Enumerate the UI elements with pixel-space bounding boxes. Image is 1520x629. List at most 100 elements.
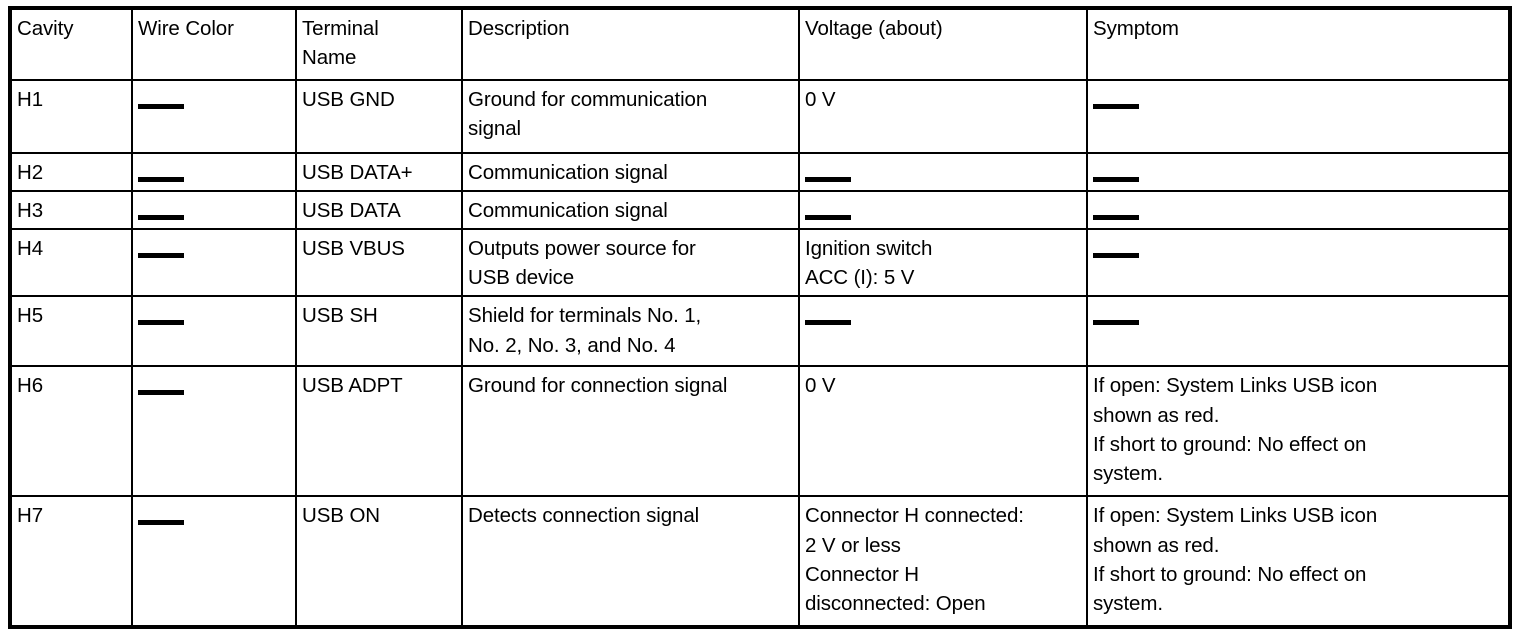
cell-description: Ground for connection signal xyxy=(461,365,800,498)
em-dash-marker xyxy=(138,176,184,182)
cell-terminal-name: USB ON xyxy=(295,495,463,629)
column-header-symptom: Symptom xyxy=(1086,7,1511,81)
column-header-terminal-name: Terminal Name xyxy=(295,7,463,81)
column-header-terminal-name-label: Terminal Name xyxy=(302,17,379,70)
column-header-cavity-label: Cavity xyxy=(17,17,74,40)
em-dash-marker xyxy=(138,320,184,326)
cell-description: Detects connection signal xyxy=(461,495,800,629)
cell-description: Outputs power source for USB device xyxy=(461,228,800,298)
em-dash-marker xyxy=(805,176,851,182)
description-value: Communication signal xyxy=(468,199,668,223)
cavity-value: H4 xyxy=(17,237,44,261)
cavity-value: H7 xyxy=(17,504,44,528)
terminal-name-value: USB ADPT xyxy=(302,374,403,398)
table-row: H5 USB SH Shield for terminals No. 1, No… xyxy=(9,295,1511,368)
cell-wire-color xyxy=(131,495,297,629)
terminal-specification-table: Cavity Wire Color Terminal Name Descript… xyxy=(8,6,1512,629)
cell-symptom xyxy=(1086,151,1511,193)
cell-wire-color xyxy=(131,79,297,154)
voltage-value: Ignition switch ACC (I): 5 V xyxy=(805,237,933,290)
cell-voltage xyxy=(798,151,1088,193)
cell-cavity: H3 xyxy=(9,190,133,231)
cell-symptom xyxy=(1086,228,1511,298)
table-header-row: Cavity Wire Color Terminal Name Descript… xyxy=(9,7,1511,81)
document-page: Cavity Wire Color Terminal Name Descript… xyxy=(0,6,1520,629)
em-dash-marker xyxy=(1093,252,1139,258)
cell-cavity: H7 xyxy=(9,495,133,629)
cavity-value: H2 xyxy=(17,161,44,184)
cell-voltage: Ignition switch ACC (I): 5 V xyxy=(798,228,1088,298)
cell-cavity: H5 xyxy=(9,295,133,368)
column-header-description-label: Description xyxy=(468,17,570,40)
em-dash-marker xyxy=(138,103,184,109)
cell-terminal-name: USB DATA+ xyxy=(295,151,463,193)
cell-wire-color xyxy=(131,295,297,368)
cavity-value: H5 xyxy=(17,304,44,328)
table-header: Cavity Wire Color Terminal Name Descript… xyxy=(9,7,1511,81)
cell-cavity: H6 xyxy=(9,365,133,498)
cell-voltage xyxy=(798,190,1088,231)
table-row: H7 USB ON Detects connection signal Conn… xyxy=(9,495,1511,629)
cell-terminal-name: USB ADPT xyxy=(295,365,463,498)
description-value: Ground for connection signal xyxy=(468,374,728,398)
cell-voltage: 0 V xyxy=(798,79,1088,154)
em-dash-marker xyxy=(805,320,851,326)
cell-description: Ground for communication signal xyxy=(461,79,800,154)
cell-wire-color xyxy=(131,228,297,298)
table-row: H1 USB GND Ground for communication sign… xyxy=(9,79,1511,154)
terminal-name-value: USB ON xyxy=(302,504,380,528)
terminal-name-value: USB SH xyxy=(302,304,378,328)
table-row: H6 USB ADPT Ground for connection signal… xyxy=(9,365,1511,498)
cell-symptom xyxy=(1086,295,1511,368)
cell-voltage: 0 V xyxy=(798,365,1088,498)
em-dash-marker xyxy=(1093,320,1139,326)
terminal-name-value: USB VBUS xyxy=(302,237,405,261)
cell-symptom: If open: System Links USB icon shown as … xyxy=(1086,365,1511,498)
cavity-value: H1 xyxy=(17,88,44,111)
table-row: H2 USB DATA+ Communication signal xyxy=(9,151,1511,193)
column-header-description: Description xyxy=(461,7,800,81)
symptom-value: If open: System Links USB icon shown as … xyxy=(1093,504,1378,615)
column-header-wire-color-label: Wire Color xyxy=(138,17,234,40)
description-value: Communication signal xyxy=(468,161,668,184)
cell-wire-color xyxy=(131,190,297,231)
em-dash-marker xyxy=(1093,103,1139,109)
cavity-value: H6 xyxy=(17,374,44,398)
description-value: Outputs power source for USB device xyxy=(468,237,696,290)
column-header-cavity: Cavity xyxy=(9,7,133,81)
cell-voltage xyxy=(798,295,1088,368)
cell-description: Communication signal xyxy=(461,190,800,231)
cell-symptom: If open: System Links USB icon shown as … xyxy=(1086,495,1511,629)
cell-wire-color xyxy=(131,151,297,193)
em-dash-marker xyxy=(138,214,184,220)
cell-description: Communication signal xyxy=(461,151,800,193)
cell-symptom xyxy=(1086,190,1511,231)
em-dash-marker xyxy=(805,214,851,220)
column-header-voltage-label: Voltage (about) xyxy=(805,17,943,40)
cavity-value: H3 xyxy=(17,199,44,223)
terminal-name-value: USB DATA+ xyxy=(302,161,413,184)
description-value: Detects connection signal xyxy=(468,504,700,528)
column-header-symptom-label: Symptom xyxy=(1093,17,1179,40)
table-body: H1 USB GND Ground for communication sign… xyxy=(9,79,1511,629)
cell-terminal-name: USB SH xyxy=(295,295,463,368)
em-dash-marker xyxy=(1093,214,1139,220)
column-header-voltage: Voltage (about) xyxy=(798,7,1088,81)
cell-symptom xyxy=(1086,79,1511,154)
description-value: Ground for communication signal xyxy=(468,88,708,141)
em-dash-marker xyxy=(1093,176,1139,182)
cell-terminal-name: USB GND xyxy=(295,79,463,154)
cell-wire-color xyxy=(131,365,297,498)
cell-description: Shield for terminals No. 1, No. 2, No. 3… xyxy=(461,295,800,368)
description-value: Shield for terminals No. 1, No. 2, No. 3… xyxy=(468,304,702,357)
em-dash-marker xyxy=(138,390,184,396)
terminal-name-value: USB DATA xyxy=(302,199,401,223)
em-dash-marker xyxy=(138,520,184,526)
cell-cavity: H2 xyxy=(9,151,133,193)
voltage-value: 0 V xyxy=(805,374,836,398)
cell-cavity: H4 xyxy=(9,228,133,298)
column-header-wire-color: Wire Color xyxy=(131,7,297,81)
voltage-value: Connector H connected: 2 V or less Conne… xyxy=(805,504,1024,615)
voltage-value: 0 V xyxy=(805,88,836,111)
cell-cavity: H1 xyxy=(9,79,133,154)
